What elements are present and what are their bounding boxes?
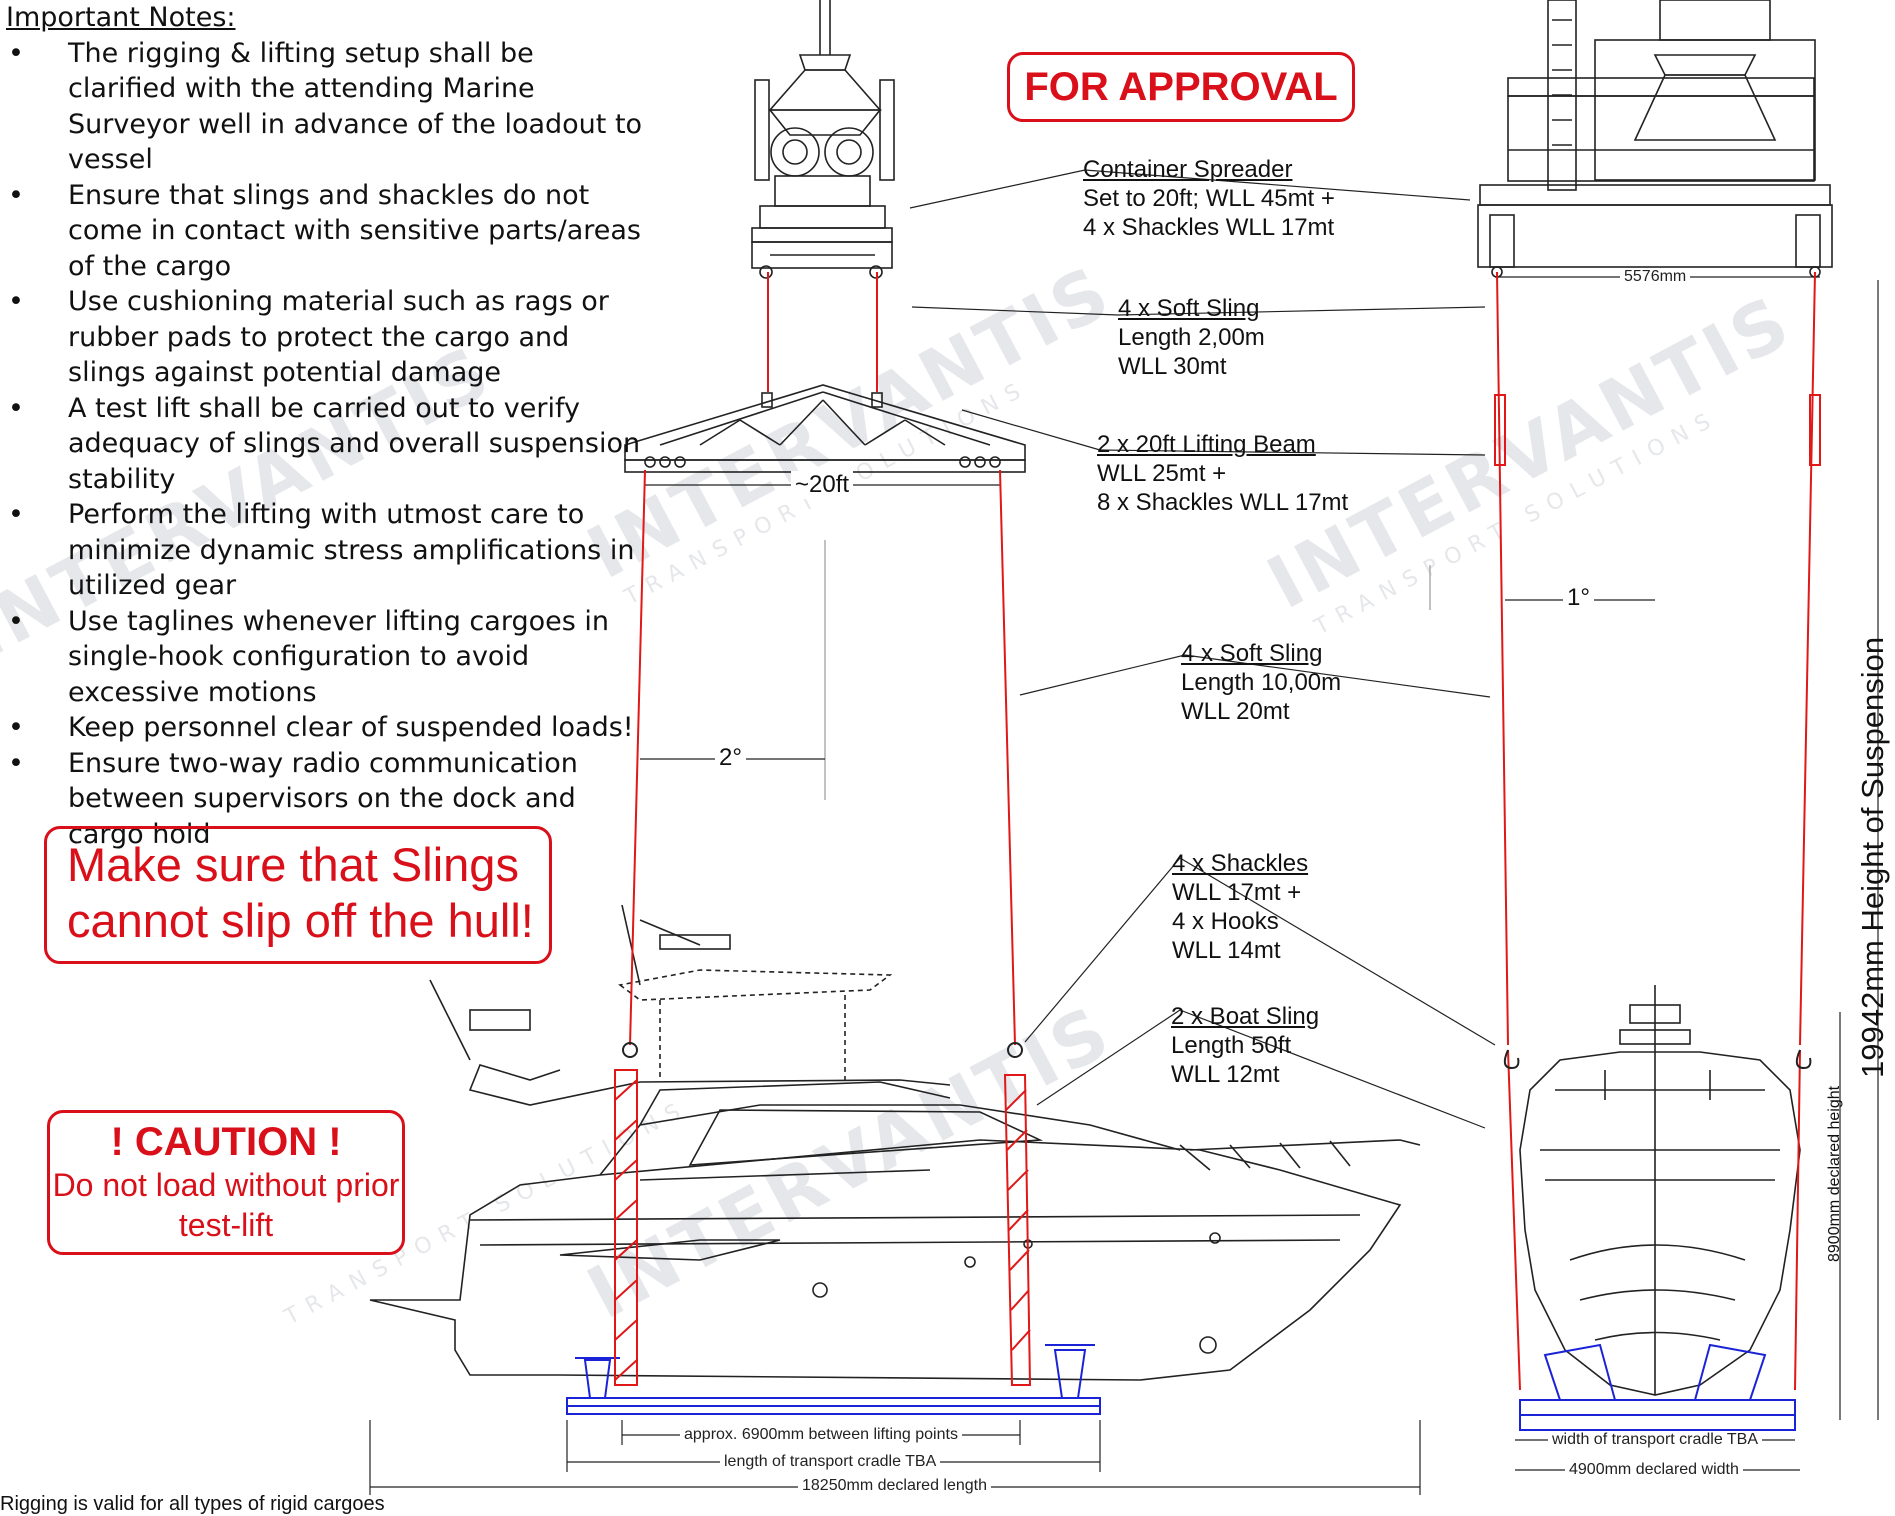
caution-box: ! CAUTION ! Do not load without prior te… [47,1110,405,1255]
label-boat-sling: 2 x Boat Sling Length 50ft WLL 12mt [1171,1003,1320,1088]
hooks [622,1042,1812,1070]
transport-cradle [566,1343,1796,1431]
label-container-spreader: Container Spreader Set to 20ft; WLL 45mt… [1083,156,1335,241]
label-soft-sling-long: 4 x Soft Sling Length 10,00m WLL 20mt [1181,640,1342,725]
dim-cradle-width: width of transport cradle TBA [1548,1431,1763,1449]
note-item: Use cushioning material such as rags or … [6,284,646,391]
important-notes: Important Notes: The rigging & lifting s… [6,0,646,852]
note-item: Perform the lifting with utmost care to … [6,497,646,604]
yacht-front-view [1519,985,1801,1396]
dim-spreader-width: 5576mm [1620,268,1691,286]
dim-angle-side: 2° [715,744,746,772]
caution-body: Do not load without prior test-lift [52,1167,400,1243]
slip-warning-box: Make sure that Slings cannot slip off th… [44,826,552,964]
container-spreader-side [751,0,895,279]
note-item: The rigging & lifting setup shall be cla… [6,36,646,178]
leader-lines [824,169,1496,1129]
dim-suspension-height: 19942mm Height of Suspension [1855,636,1890,1078]
dim-declared-width: 4900mm declared width [1565,1461,1743,1479]
container-spreader-front [1477,0,1833,278]
note-item: Use taglines whenever lifting cargoes in… [6,604,646,711]
notes-heading: Important Notes: [6,2,236,33]
note-item: Ensure that slings and shackles do not c… [6,178,646,285]
dim-declared-height: 8900mm declared height [1826,1085,1843,1262]
dim-declared-length: 18250mm declared length [798,1477,992,1495]
note-item: Keep personnel clear of suspended loads! [6,710,646,746]
boat-sling-hatch-fwd [1003,1074,1032,1386]
dim-angle-front: 1° [1563,584,1594,612]
label-lifting-beam: 2 x 20ft Lifting Beam WLL 25mt + 8 x Sha… [1097,431,1349,516]
yacht-side-view [369,904,1421,1381]
note-item: Ensure two-way radio communication betwe… [6,746,646,853]
label-soft-sling-short: 4 x Soft Sling Length 2,00m WLL 30mt [1118,295,1265,380]
boat-sling-hatch-aft [614,1069,638,1386]
note-item: A test lift shall be carried out to veri… [6,391,646,498]
dim-between-lifting-points: approx. 6900mm between lifting points [680,1426,962,1444]
for-approval-stamp: FOR APPROVAL [1007,52,1355,122]
dim-beam-length: ~20ft [791,471,854,499]
dim-cradle-length: length of transport cradle TBA [720,1453,941,1471]
lifting-beam-side [624,384,1026,473]
caution-title: ! CAUTION ! [110,1120,342,1164]
label-shackles-hooks: 4 x Shackles WLL 17mt + 4 x Hooks WLL 14… [1172,850,1309,964]
